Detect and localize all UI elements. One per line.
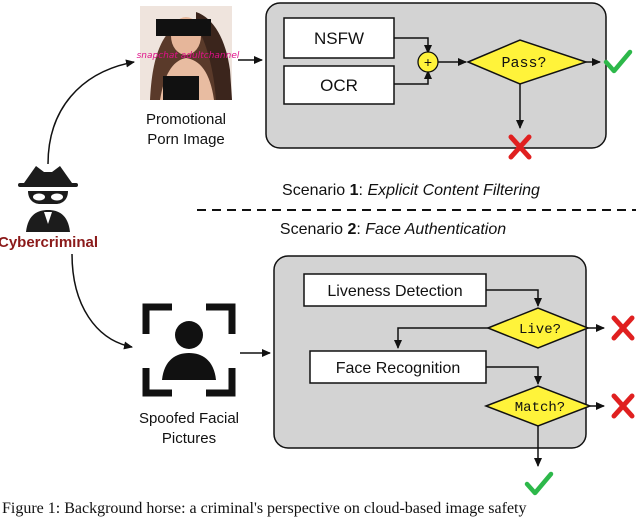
ocr-box [283, 65, 395, 105]
scenario2-input-caption: Spoofed Facial [139, 410, 239, 427]
live-decision-label: Live? [519, 322, 561, 338]
nsfw-box [283, 17, 395, 59]
scenario2-title: Scenario 2: Face Authentication [280, 221, 506, 238]
cross-icon [611, 315, 635, 341]
pass-decision-label: Pass? [501, 55, 546, 72]
spy-icon [18, 166, 78, 232]
liveness-detection-label: Liveness Detection [327, 283, 462, 300]
image-overlay-text: snapchat adultchannel [137, 51, 240, 61]
ocr-label: OCR [320, 76, 358, 95]
censor-bar-body [163, 76, 199, 100]
cross-icon [611, 393, 635, 419]
check-icon [603, 49, 633, 74]
check-icon [524, 471, 554, 496]
censor-bar-eyes [156, 19, 211, 36]
scenario2-input-caption-2: Pictures [162, 430, 216, 447]
scenario1-title: Scenario 1: Explicit Content Filtering [282, 182, 540, 199]
merge-symbol: + [424, 54, 432, 70]
liveness-detection-box [303, 273, 487, 307]
cross-icon [508, 134, 532, 160]
match-decision-label: Match? [515, 400, 565, 416]
scenario1-input-caption: Promotional [146, 111, 226, 128]
face-recognition-label: Face Recognition [336, 360, 461, 377]
cybercriminal-label: Cybercriminal [0, 234, 98, 251]
face-scan-icon [142, 303, 236, 397]
figure-caption: Figure 1: Background horse: a criminal's… [2, 500, 527, 517]
nsfw-label: NSFW [314, 29, 364, 48]
scenario1-input-caption-2: Porn Image [147, 131, 225, 148]
diagram-canvas: NSFW OCR + Pass? snapchat adultchannel P… [0, 2, 636, 496]
